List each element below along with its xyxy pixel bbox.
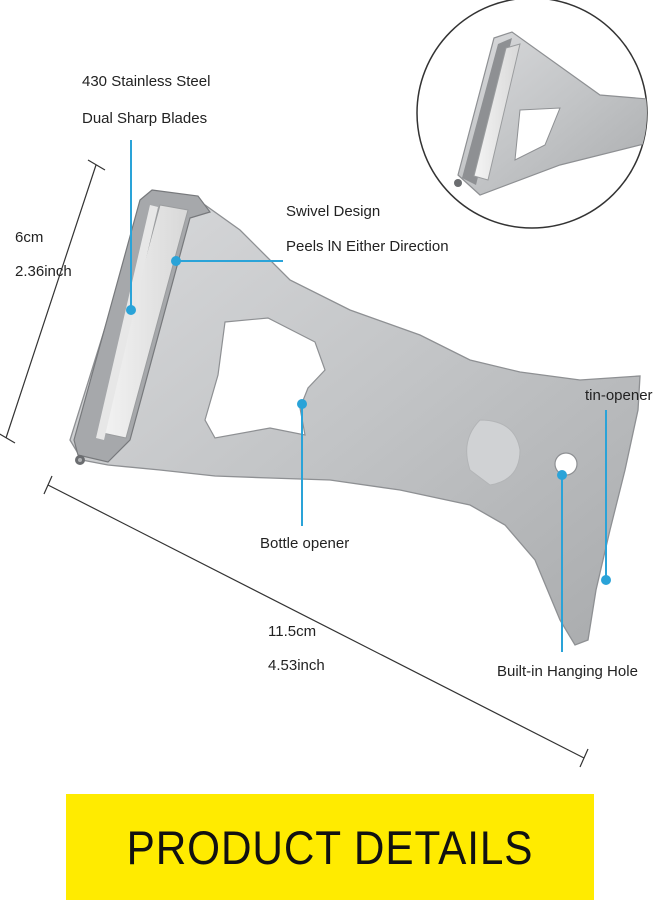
length-cm-label: 11.5cm	[268, 623, 317, 640]
callout-bottle-opener	[297, 399, 307, 526]
callout-blades	[126, 140, 136, 315]
inset-detail-circle	[416, 0, 648, 229]
inset-blade-closeup	[454, 31, 647, 196]
height-cm-label: 6cm	[15, 229, 44, 246]
callout-hanging-hole	[557, 470, 567, 652]
blades-label-line1: 430 Stainless Steel	[82, 73, 211, 90]
peeler-body	[69, 194, 641, 646]
swivel-label-line1: Swivel Design	[286, 203, 381, 220]
length-inch-label: 4.53inch	[268, 657, 325, 674]
bottle-opener-label: Bottle opener	[260, 535, 350, 552]
hanging-hole-label: Built-in Hanging Hole	[497, 663, 638, 680]
callout-tin-opener	[601, 410, 611, 585]
product-details-banner: PRODUCT DETAILS	[66, 794, 594, 900]
banner-title: PRODUCT DETAILS	[126, 820, 534, 874]
height-inch-label: 2.36inch	[15, 263, 72, 280]
tin-opener-label: tin-opener	[585, 387, 653, 404]
handle-indent	[466, 419, 521, 486]
blades-label-line2: Dual Sharp Blades	[82, 110, 208, 127]
height-dimension-line	[0, 159, 106, 444]
callout-swivel	[171, 256, 283, 266]
length-dimension-line	[43, 475, 589, 768]
swivel-label-line2: Peels lN Either Direction	[286, 238, 449, 255]
banner-background	[66, 794, 594, 900]
